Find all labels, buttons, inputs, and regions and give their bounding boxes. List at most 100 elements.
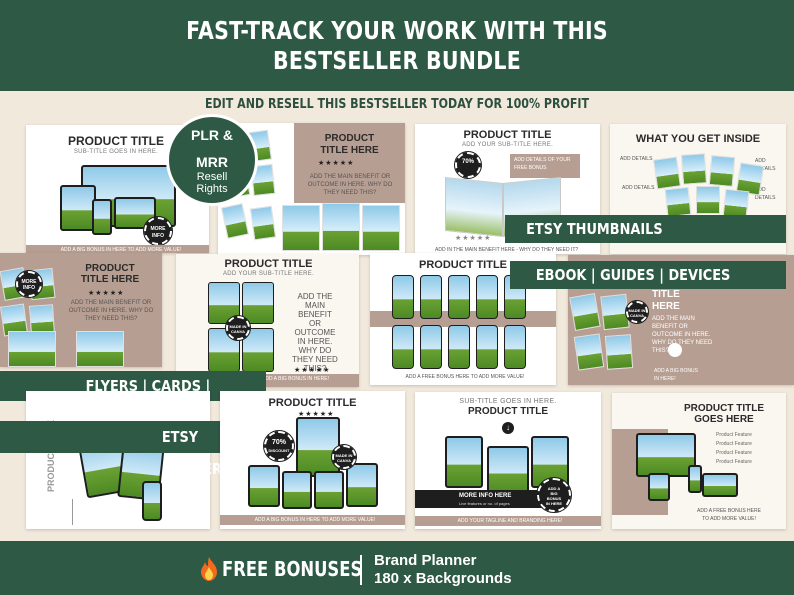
download-icon: ↓ (502, 422, 514, 434)
subtitle: EDIT AND RESELL THIS BESTSELLER TODAY FO… (204, 97, 590, 112)
page-preview (220, 203, 250, 239)
brand-logo-icon (668, 343, 682, 357)
bottom-bar (26, 245, 209, 253)
feature-item: Product Feature (716, 459, 752, 465)
card-title: PRODUCT TITLE HERE (58, 263, 162, 285)
card-title-line: PRODUCT TITLE (684, 403, 764, 414)
benefit-line: MAIN (305, 301, 325, 310)
phone-mockup (92, 199, 112, 235)
template-card-vertical-title: PRODUCT TITLE (26, 391, 210, 529)
card-title: PRODUCT TITLE (463, 129, 552, 141)
card-subtitle: SUB-TITLE GOES IN HERE. (73, 149, 159, 155)
big-bonus-badge: ADD A BIG BONUS IN HERE (536, 477, 572, 513)
benefit-big-text: ADD THE MAIN BENEFIT OR OUTCOME IN HERE.… (280, 292, 350, 373)
more-info-badge: MORE INFO (143, 216, 173, 246)
feature-item: Product Feature (716, 450, 752, 456)
bottom-bar (220, 515, 405, 525)
tablet-mockup (296, 417, 340, 477)
benefit-line: ADD THE (297, 292, 333, 301)
card-title-line: TITLE HERE (80, 274, 140, 285)
template-card-more-info: SUB-TITLE GOES IN HERE. PRODUCT TITLE ↓ … (415, 392, 601, 529)
card-title-line: PRODUCT (85, 263, 135, 274)
card-title: PRODUCT TITLE HERE (294, 133, 405, 157)
phone-mockup (392, 275, 414, 319)
page-preview (8, 331, 56, 367)
details-label: ADD DETAILS (755, 158, 776, 172)
header-title-line-2: BESTSELLER BUNDLE (273, 46, 521, 75)
badge-text: MADE IN (335, 453, 353, 458)
free-bonuses-label: FREE BONUSES (222, 557, 363, 581)
details-label: ADD DETAILS (620, 156, 653, 162)
tablet-mockup (314, 471, 344, 509)
card-title: PRODUCT TITLE (468, 406, 548, 417)
bonus-list: Brand Planner 180 x Backgrounds (374, 552, 512, 588)
phone-mockup (476, 275, 498, 319)
benefit-text: ADD THE MAIN BENEFIT OR OUTCOME IN HERE.… (307, 174, 393, 196)
plr-mrr-badge: PLR & MRR Resell Rights (166, 114, 258, 206)
more-info-text: MORE INFO HERE (459, 493, 512, 499)
rights-line: Rights (196, 183, 228, 195)
card-title-line: TITLE (652, 289, 680, 300)
tablet-mockup (60, 185, 96, 231)
tagline-bar-text: ADD YOUR TAGLINE AND BRANDING HERE! (457, 518, 563, 524)
rating-stars: ★★★★★ (455, 235, 492, 242)
header-title-line-1: FAST-TRACK YOUR WORK WITH THIS (186, 16, 608, 45)
mrr-line: MRR (196, 154, 228, 170)
page-preview (76, 331, 124, 367)
footer-banner (0, 541, 794, 595)
phone-mockup (476, 325, 498, 369)
resell-line: Resell (196, 171, 228, 183)
rating-stars: ★★★★★ (318, 160, 355, 167)
template-card-tablets: PRODUCT TITLE ADD YOUR SUB-TITLE HERE. M… (176, 254, 359, 387)
banner-text: ETSY THUMBNAILS (526, 220, 663, 238)
discount-badge: 70% DISCOUNT (263, 430, 295, 462)
page-preview (680, 153, 708, 185)
badge-text: DISCOUNT (268, 448, 290, 453)
tablet-mockup (346, 463, 378, 507)
header-title: FAST-TRACK YOUR WORK WITH THIS BESTSELLE… (71, 0, 722, 76)
card-title: PRODUCT TITLE (224, 258, 313, 270)
bonus-line: TO ADD MORE VALUE! (702, 516, 756, 522)
monitor-mockup (636, 433, 696, 477)
rating-stars: ★★★★★ (298, 411, 335, 418)
bonus-text: ADD A FREE BONUS HERE TO ADD MORE VALUE! (674, 507, 784, 523)
card-title-line: PRODUCT (324, 133, 375, 144)
benefit-line: OUTCOME (294, 328, 336, 337)
phone-mockup (688, 465, 702, 493)
badge-text: BIG (550, 491, 558, 496)
tablet-mockup (248, 465, 280, 507)
card-title-line: HERE (652, 301, 680, 312)
badge-text: MORE (150, 226, 166, 232)
canva-badge: MADE IN CANVA (225, 315, 251, 341)
bonus-panel (258, 374, 359, 387)
badge-text: 70% (271, 439, 286, 446)
bonus-text: ADD A BIG BONUS IN HERE! (654, 367, 734, 383)
badge-text: CANVA (231, 329, 245, 334)
page-preview (362, 205, 400, 251)
phone-mockup (448, 275, 470, 319)
badge-text: INFO (152, 233, 164, 239)
more-info-subtext: Live features or no. of pages (459, 501, 510, 506)
badge-text: CANVA (630, 313, 644, 318)
badge-text: ADD A (547, 486, 561, 491)
phone-mockup (142, 481, 162, 521)
card-title: WHAT YOU GET INSIDE (635, 133, 761, 145)
card-title: PRODUCT TITLE (68, 134, 164, 148)
page-preview (708, 155, 736, 187)
benefit-line: THEY NEED (292, 355, 338, 364)
card-subtitle: ADD YOUR SUB-TITLE HERE. (461, 142, 554, 148)
benefit-text: ADD THE MAIN BENEFIT OR OUTCOME IN HERE.… (652, 316, 713, 354)
tablet-mockup (208, 282, 240, 324)
banner-ebook-guides-devices: EBOOK | GUIDES | DEVICES (510, 261, 786, 289)
badge-text: MORE (21, 279, 37, 285)
rating-stars: ★★★★★ (294, 367, 331, 374)
page-preview (604, 334, 634, 370)
page-preview (249, 205, 277, 241)
benefit-line: OR (309, 319, 321, 328)
badge-text: MADE IN (229, 324, 247, 329)
page-preview (573, 333, 605, 371)
details-text: ADD DETAILS OF YOUR FREE BONUS (514, 157, 571, 171)
details-panel (510, 154, 580, 178)
template-card-tan-left: MORE INFO PRODUCT TITLE HERE ★★★★★ ADD T… (0, 253, 162, 367)
feature-list: Product Feature Product Feature Product … (716, 431, 784, 467)
